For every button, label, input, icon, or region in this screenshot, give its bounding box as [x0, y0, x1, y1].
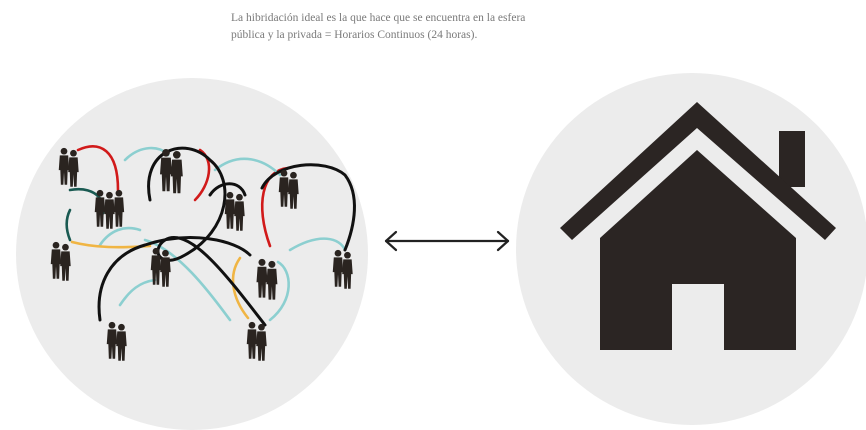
person-silhouette — [116, 323, 127, 361]
person-silhouette — [150, 247, 162, 285]
caption-line-1: La hibridación ideal es la que hace que … — [231, 12, 526, 24]
person-silhouette — [68, 149, 79, 187]
link-cyan — [268, 260, 290, 322]
person-silhouette — [170, 150, 183, 194]
link-cyan — [213, 157, 282, 177]
link-black — [97, 236, 252, 322]
link-cyan — [288, 237, 347, 252]
link-cyan — [143, 238, 232, 322]
link-black — [147, 146, 267, 327]
link-cyan — [118, 278, 157, 307]
public-sphere-circle — [16, 78, 368, 430]
person-silhouette — [234, 193, 245, 231]
person-silhouette — [256, 323, 267, 361]
person-silhouette — [278, 169, 290, 207]
caption: La hibridación ideal es la que hace que … — [231, 10, 691, 44]
person-silhouette — [256, 258, 268, 298]
person-silhouette — [288, 171, 299, 209]
people-silhouettes — [50, 147, 353, 361]
person-silhouette — [160, 148, 172, 192]
person-silhouette — [266, 260, 278, 300]
person-silhouette — [50, 241, 62, 279]
link-black — [260, 163, 356, 252]
link-black — [208, 182, 247, 197]
person-silhouette — [104, 191, 115, 229]
person-silhouette — [246, 321, 258, 359]
person-silhouette — [94, 189, 106, 227]
person-silhouette — [60, 243, 71, 281]
person-silhouette — [58, 147, 70, 185]
person-silhouette — [332, 249, 344, 287]
person-silhouette — [113, 189, 125, 227]
link-cyan — [98, 226, 142, 247]
person-silhouette — [342, 251, 353, 289]
link-teal — [65, 208, 72, 242]
link-red — [76, 145, 120, 192]
caption-line-2: pública y la privada = Horarios Continuo… — [231, 29, 478, 41]
person-silhouette — [160, 249, 171, 287]
person-silhouette — [224, 191, 236, 229]
person-silhouette — [106, 321, 118, 359]
